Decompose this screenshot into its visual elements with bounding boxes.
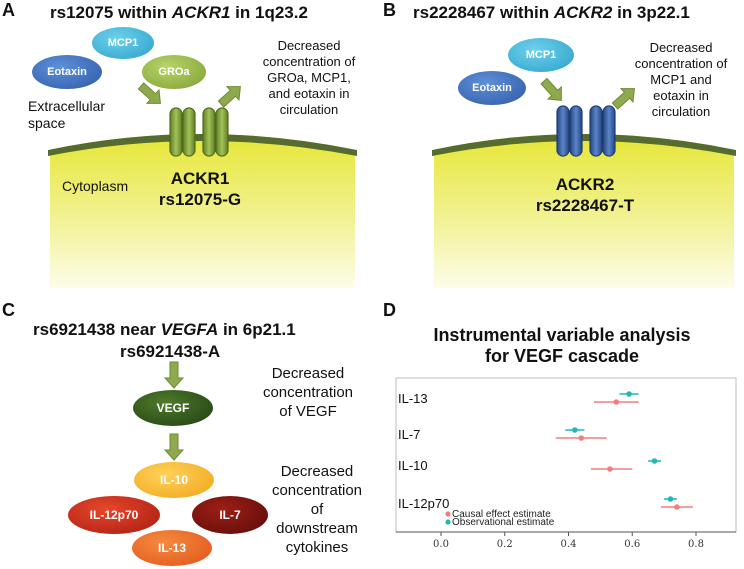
panel-a-effect-text: Decreased concentration of GROa, MCP1, a… bbox=[262, 38, 356, 117]
point-estimate bbox=[626, 391, 632, 397]
arrow-down-icon bbox=[163, 361, 185, 389]
ligand-eotaxin: Eotaxin bbox=[32, 55, 102, 89]
arrow-in-icon bbox=[540, 77, 562, 101]
cytoplasm-region bbox=[50, 134, 355, 288]
extracellular-space-label: Extracellular space bbox=[28, 98, 106, 131]
ligand-mcp1: MCP1 bbox=[508, 38, 574, 72]
x-tick-label: 0.0 bbox=[433, 539, 449, 550]
panel-letter-b: B bbox=[383, 0, 396, 20]
point-estimate bbox=[607, 466, 613, 472]
receptor-helix bbox=[602, 105, 616, 157]
legend-marker bbox=[445, 511, 451, 517]
y-category-label: IL-7 bbox=[398, 427, 420, 442]
receptor-helix bbox=[182, 107, 196, 157]
legend-label: Observational estimate bbox=[452, 517, 555, 528]
cytokine-effect-text: Decreased concentration of downstream cy… bbox=[271, 463, 363, 556]
node-il13: IL-13 bbox=[132, 530, 212, 566]
panel-a-title-pre: rs12075 within bbox=[50, 3, 172, 22]
receptor-helix bbox=[556, 105, 570, 157]
x-tick-label: 0.8 bbox=[688, 539, 704, 550]
panel-c-title: rs6921438 near VEGFA in 6p21.1 bbox=[33, 320, 296, 340]
receptor-ackr1-label: ACKR1 rs12075-G bbox=[158, 169, 242, 209]
y-category-label: IL-12p70 bbox=[398, 496, 449, 511]
panel-c-title-post: in 6p21.1 bbox=[218, 320, 296, 339]
cell-membrane bbox=[432, 134, 736, 156]
panel-a-diagram bbox=[48, 82, 357, 288]
chart-title: Instrumental variable analysis for VEGF … bbox=[433, 325, 691, 366]
panel-a-title: rs12075 within ACKR1 in 1q23.2 bbox=[50, 3, 308, 23]
panel-c-title-pre: rs6921438 near bbox=[33, 320, 161, 339]
cell-membrane bbox=[48, 134, 357, 156]
ligand-mcp1: MCP1 bbox=[92, 27, 154, 59]
arrow-out-icon bbox=[217, 86, 241, 108]
point-estimate bbox=[578, 435, 585, 441]
point-estimate bbox=[613, 399, 620, 405]
receptor-helix bbox=[202, 107, 216, 157]
panel-a-title-gene: ACKR1 bbox=[171, 3, 231, 22]
panel-b-diagram bbox=[432, 77, 736, 288]
node-vegf: VEGF bbox=[133, 390, 213, 426]
panel-b-title-pre: rs2228467 within bbox=[413, 3, 554, 22]
panel-letter-c: C bbox=[2, 300, 15, 320]
panel-letter-d: D bbox=[383, 300, 396, 320]
panel-c-title-gene: VEGFA bbox=[160, 320, 219, 339]
cytoplasm-label: Cytoplasm bbox=[62, 178, 129, 194]
x-tick-label: 0.6 bbox=[624, 539, 640, 550]
arrow-down-icon bbox=[163, 433, 185, 461]
point-estimate bbox=[674, 504, 680, 510]
panel-letter-a: A bbox=[2, 0, 15, 20]
y-category-label: IL-10 bbox=[398, 458, 428, 473]
receptor-helix bbox=[169, 107, 183, 157]
cytoplasm-region bbox=[434, 134, 734, 288]
receptor-helix bbox=[215, 107, 229, 157]
panel-c-arrows bbox=[163, 361, 185, 461]
point-estimate bbox=[651, 458, 658, 464]
point-estimate bbox=[572, 427, 578, 433]
x-tick-label: 0.4 bbox=[561, 539, 577, 550]
node-il12p70: IL-12p70 bbox=[68, 496, 160, 534]
panel-b-effect-text: Decreased concentration of MCP1 and eota… bbox=[634, 40, 728, 119]
node-il7: IL-7 bbox=[192, 496, 268, 534]
panel-b-title: rs2228467 within ACKR2 in 3p22.1 bbox=[413, 3, 690, 23]
y-category-label: IL-13 bbox=[398, 391, 428, 406]
receptor-ackr2-label: ACKR2 rs2228467-T bbox=[535, 175, 635, 215]
ligand-eotaxin: Eotaxin bbox=[458, 71, 526, 105]
panel-c-subtitle: rs6921438-A bbox=[120, 342, 221, 361]
node-il10: IL-10 bbox=[134, 462, 214, 498]
ligand-groa: GROa bbox=[142, 55, 206, 89]
panel-a-title-post: in 1q23.2 bbox=[230, 3, 308, 22]
point-estimate bbox=[667, 496, 674, 502]
receptor-helix bbox=[589, 105, 603, 157]
legend-marker bbox=[445, 519, 451, 525]
arrow-out-icon bbox=[611, 88, 635, 110]
x-tick-label: 0.2 bbox=[497, 539, 513, 550]
receptor-helix bbox=[569, 105, 583, 157]
arrow-in-icon bbox=[137, 82, 161, 104]
vegf-effect-text: Decreased concentration of VEGF bbox=[262, 365, 354, 420]
legend-label: Causal effect estimate bbox=[452, 509, 551, 520]
panel-b-title-post: in 3p22.1 bbox=[612, 3, 690, 22]
panel-b-title-gene: ACKR2 bbox=[553, 3, 613, 22]
